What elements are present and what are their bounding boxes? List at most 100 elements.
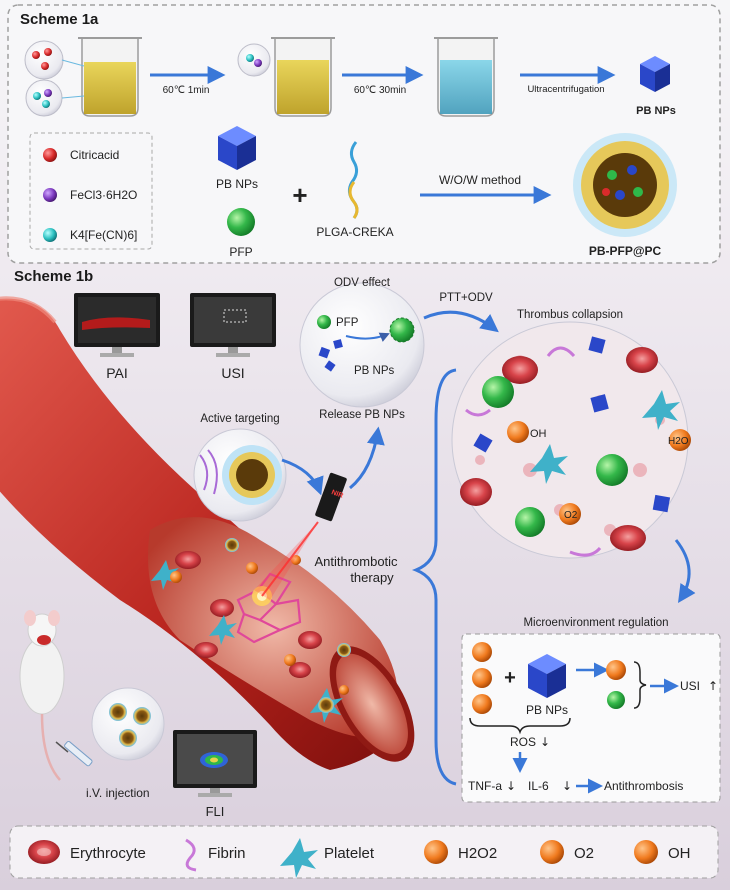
vessel-ros-particles <box>170 538 351 713</box>
scheme-1a-title: Scheme 1a <box>20 11 99 28</box>
odv-effect-label: ODV effect <box>334 277 391 289</box>
ros-brace <box>469 717 571 735</box>
thrombus-clot <box>236 572 302 644</box>
h2o2-icon <box>424 840 448 864</box>
pb-nps-cube-product <box>640 56 670 92</box>
micro-brace <box>633 661 647 709</box>
legend-fibrin: Fibrin <box>208 845 246 862</box>
fli-monitor <box>173 730 257 797</box>
platelet-icon <box>280 838 318 878</box>
ptt-odv-label: PTT+ODV <box>439 292 493 304</box>
plga-creka-label: PLGA-CREKA <box>316 225 393 239</box>
collapse-h2o-icon <box>669 429 691 451</box>
usi-label: USI <box>221 365 244 381</box>
pai-monitor <box>74 293 160 357</box>
legend-citric-acid: Citricacid <box>70 148 119 162</box>
pfp-label: PFP <box>229 245 252 259</box>
reagent-bubble-1 <box>24 40 85 117</box>
collapse-platelets <box>530 390 680 484</box>
odv-inner-arrow <box>345 332 390 342</box>
iv-injection-label: i.V. injection <box>86 786 150 800</box>
nir-label: NIR <box>330 489 344 500</box>
collapse-pfp-bursts <box>482 376 628 537</box>
micro-h2o2-icon <box>472 694 492 714</box>
fibrin-icon <box>185 838 197 872</box>
microenvironment-box <box>461 633 721 803</box>
tnf-label: TNF-a <box>468 779 502 793</box>
micro-plus-sign: + <box>504 667 516 689</box>
antithrombotic-brace <box>411 368 457 786</box>
step-2-label: 60℃ 30min <box>354 85 406 96</box>
collapse-h2o-label: H2O <box>668 436 689 447</box>
pai-label: PAI <box>106 365 128 381</box>
pfp-sphere-icon <box>227 208 255 236</box>
reagent-legend-box <box>29 132 153 250</box>
microenvironment-title: Microenvironment regulation <box>523 617 668 629</box>
il6-label: IL-6 <box>528 779 549 793</box>
iv-particles-bubble <box>91 687 165 761</box>
odv-bubble <box>299 282 425 408</box>
collapse-oh-label: OH <box>530 428 547 440</box>
arrow-laser-to-release <box>349 426 385 490</box>
micro-pfp-product-icon <box>607 691 625 709</box>
pb-pfp-pc-label: PB-PFP@PC <box>589 244 662 258</box>
usi-up-arrow-icon: ↑ <box>708 679 718 693</box>
collapse-o2-label: O2 <box>564 510 578 521</box>
usi-monitor <box>190 293 276 357</box>
legend-platelet: Platelet <box>324 845 375 862</box>
micro-o2-icon <box>472 642 492 662</box>
antithrombosis-label: Antithrombosis <box>604 779 683 793</box>
beaker-2 <box>237 37 335 117</box>
collapse-oh-icon <box>507 421 529 443</box>
micro-usi-label: USI <box>680 679 700 693</box>
step-3-label: Ultracentrifugation <box>527 84 604 95</box>
il6-down-arrow-icon: ↓ <box>562 779 572 793</box>
pb-nps-product-label: PB NPs <box>636 105 676 117</box>
wow-method-label: W/O/W method <box>439 173 521 187</box>
collapse-o2-icon <box>559 503 581 525</box>
collapse-pb-cubes <box>473 336 671 513</box>
thrombus-collapse-label: Thrombus collapsion <box>517 309 623 321</box>
legend-h2o2: H2O2 <box>458 845 497 862</box>
legend-o2: O2 <box>574 845 594 862</box>
plus-sign: + <box>292 180 307 210</box>
nir-laser-device: NIR <box>254 472 347 600</box>
arrow-to-microenvironment <box>674 539 696 603</box>
micro-o2-product-icon <box>606 660 626 680</box>
active-targeting-label: Active targeting <box>200 413 279 425</box>
step-1-label: 60℃ 1min <box>163 85 210 96</box>
legend-erythrocyte: Erythrocyte <box>70 845 146 862</box>
collapse-fibrin <box>465 346 602 557</box>
odv-pb-cubes <box>318 339 343 372</box>
tnf-down-arrow-icon: ↓ <box>506 779 516 793</box>
ros-label: ROS <box>510 735 536 749</box>
vessel-erythrocytes <box>175 551 322 678</box>
beaker-3 <box>434 37 498 117</box>
odv-pfp-icon <box>317 315 331 329</box>
antithrombotic-label-2: therapy <box>350 570 394 585</box>
micro-pb-nps-label: PB NPs <box>526 703 568 717</box>
antithrombotic-label-1: Antithrombotic <box>314 554 398 569</box>
arrow-targeting-to-laser <box>281 458 324 496</box>
oh-radical-icon <box>634 840 658 864</box>
citric-acid-icon <box>43 148 57 162</box>
legend-fecl3: FeCl3·6H2O <box>70 188 137 202</box>
mouse-illustration <box>19 610 65 781</box>
legend-k4fecn6: K4[Fe(CN)6] <box>70 228 137 242</box>
ros-down-arrow-icon: ↓ <box>540 735 550 749</box>
fli-label: FLI <box>206 804 225 819</box>
odv-pfp-label: PFP <box>336 317 359 329</box>
beaker-1 <box>78 37 142 117</box>
micro-pb-cube <box>528 654 566 698</box>
fecl3-icon <box>43 188 57 202</box>
odv-burst-icon <box>389 317 415 343</box>
odv-pb-nps-label: PB NPs <box>354 365 395 377</box>
pb-pfp-pc-particle <box>573 133 677 237</box>
micro-oh-icon <box>472 668 492 688</box>
pb-nps-label: PB NPs <box>216 177 258 191</box>
legend-oh: OH <box>668 845 691 862</box>
release-pb-nps-label: Release PB NPs <box>319 409 405 421</box>
o2-radical-icon <box>540 840 564 864</box>
pb-nps-cube <box>218 126 256 170</box>
